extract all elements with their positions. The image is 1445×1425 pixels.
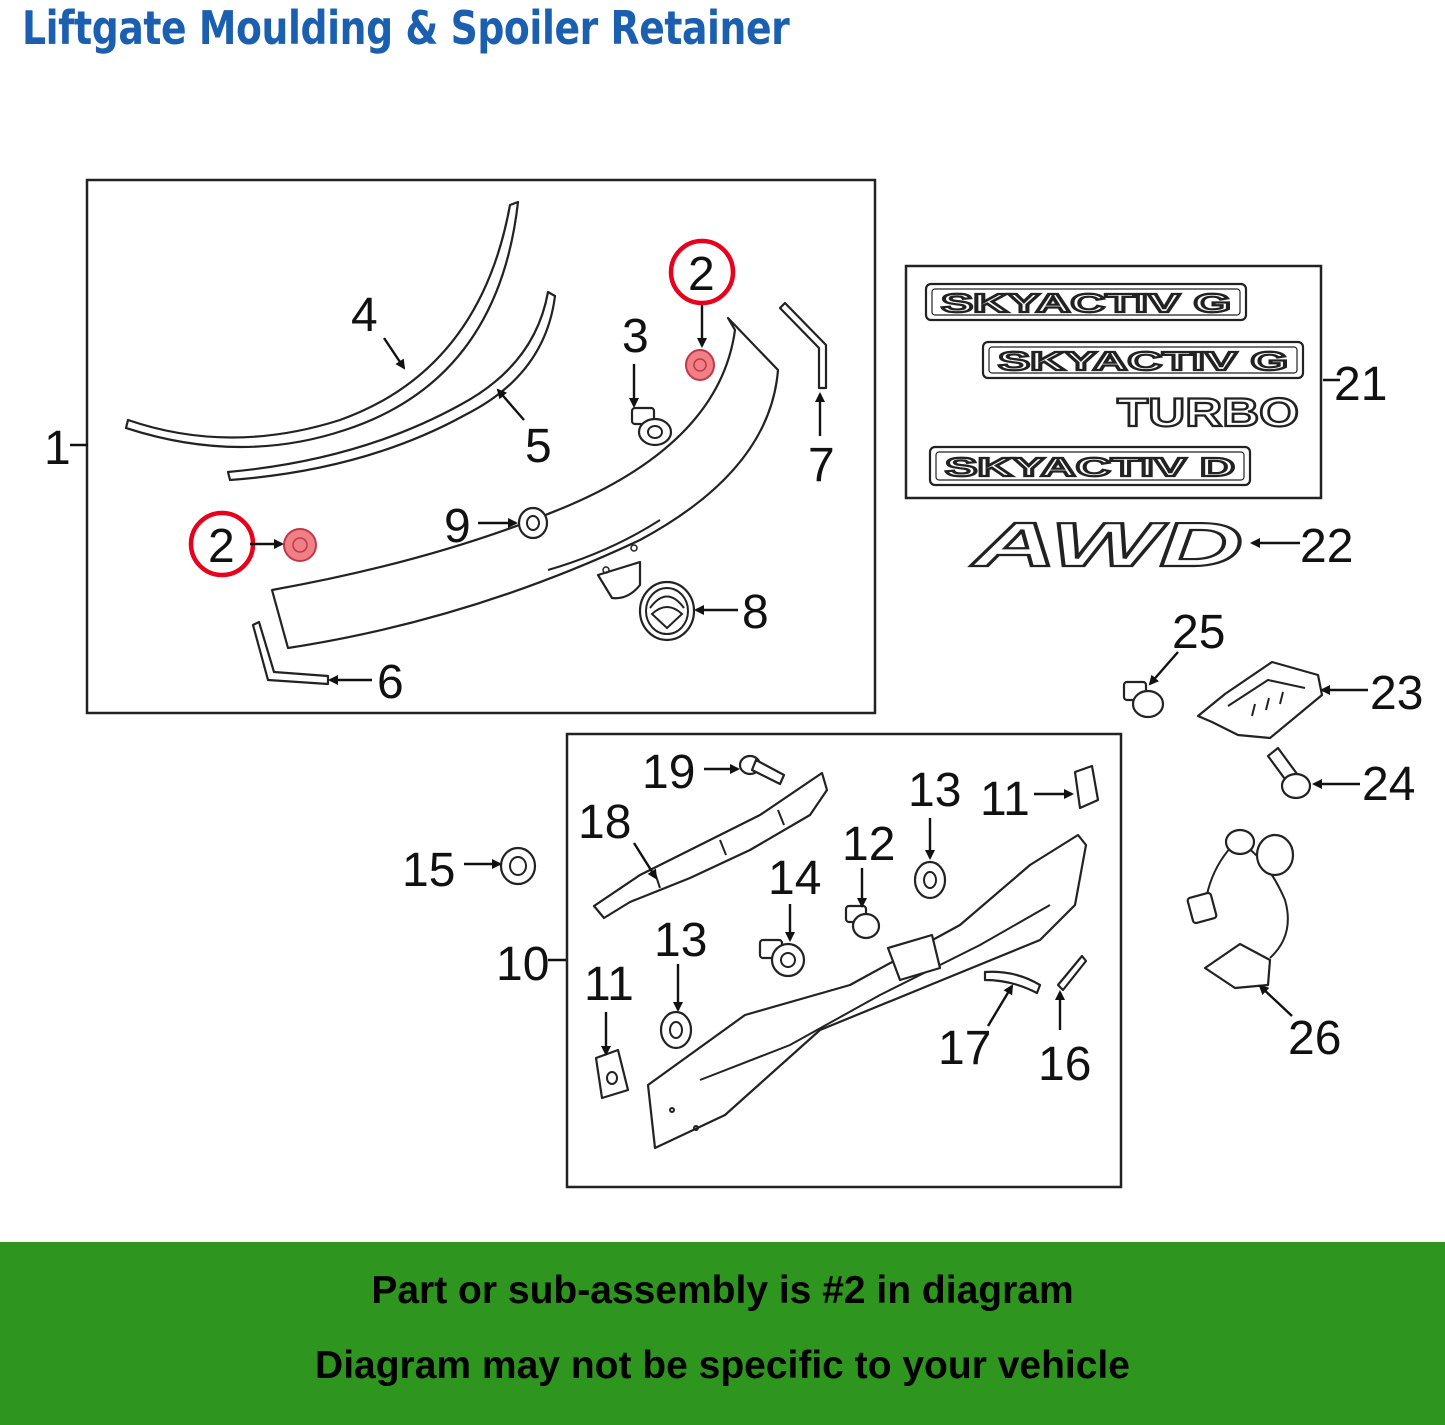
strip-17 xyxy=(983,970,1042,995)
spoiler-group-frame xyxy=(85,178,877,715)
trim-strip-7 xyxy=(778,301,828,390)
callout-3: 3 xyxy=(622,310,649,363)
page-title: Liftgate Moulding & Spoiler Retainer xyxy=(22,1,790,55)
svg-text:SKYACTIV G: SKYACTIV G xyxy=(998,346,1288,376)
spoiler-hole xyxy=(630,544,638,552)
strip-16 xyxy=(1056,954,1088,992)
callout-25: 25 xyxy=(1172,606,1225,659)
highlight-ring-2-upper xyxy=(668,238,736,306)
callout-17: 17 xyxy=(938,1022,991,1075)
footer-disclaimer: Diagram may not be specific to your vehi… xyxy=(315,1344,1130,1387)
retainer-11-lower xyxy=(594,1048,630,1100)
footer-part-note: Part or sub-assembly is #2 in diagram xyxy=(371,1269,1074,1312)
callout-12: 12 xyxy=(842,818,895,871)
spoiler-inner-line xyxy=(547,519,661,571)
callout-23: 23 xyxy=(1370,667,1423,720)
callout-9: 9 xyxy=(444,500,471,553)
clip-12 xyxy=(844,904,881,940)
grommet-14 xyxy=(758,938,806,978)
clip-3 xyxy=(630,406,673,447)
callout-19: 19 xyxy=(642,746,695,799)
nut-15 xyxy=(499,846,537,886)
badge-skyactiv-g-1: SKYACTIV G xyxy=(924,282,1248,322)
emblem-8 xyxy=(638,580,696,642)
moulding-5 xyxy=(226,290,557,482)
callout-14: 14 xyxy=(768,852,821,905)
callout-15: 15 xyxy=(402,844,455,897)
moulding-4 xyxy=(124,200,520,449)
badge-awd: AWD xyxy=(969,511,1243,580)
bolt-24 xyxy=(1266,746,1312,800)
parts-diagram: 1 2 2 3 4 5 6 7 8 9 SKYACTIV G SKYACTIV … xyxy=(44,178,1423,1189)
badge-skyactiv-g-2: SKYACTIV G xyxy=(981,340,1305,380)
spoiler-bracket xyxy=(596,560,642,600)
callout-26: 26 xyxy=(1288,1012,1341,1065)
grommet-13-upper xyxy=(913,860,947,900)
callout-11-upper: 11 xyxy=(980,773,1030,826)
callout-16: 16 xyxy=(1038,1038,1091,1091)
bracket-23 xyxy=(1196,660,1324,740)
callout-18: 18 xyxy=(578,796,631,849)
callout-2-upper: 2 xyxy=(688,248,715,301)
callout-4: 4 xyxy=(351,289,378,342)
bolt-19 xyxy=(738,754,786,786)
grommet-13-lower xyxy=(659,1010,693,1050)
badge-skyactiv-d: SKYACTIV D xyxy=(928,445,1252,487)
retainer-11-upper xyxy=(1073,764,1100,810)
callout-6: 6 xyxy=(377,656,404,709)
spoiler-body xyxy=(270,316,780,650)
callout-13-upper: 13 xyxy=(908,764,961,817)
bracket-18 xyxy=(592,771,829,920)
callout-21: 21 xyxy=(1334,358,1387,411)
svg-text:SKYACTIV D: SKYACTIV D xyxy=(945,452,1235,482)
callout-24: 24 xyxy=(1362,758,1415,811)
callout-5: 5 xyxy=(525,420,552,473)
grommet-9 xyxy=(517,506,549,540)
spoiler-hole xyxy=(602,566,610,574)
rear-garnish-panel xyxy=(646,833,1088,1150)
footer-banner: Part or sub-assembly is #2 in diagram Di… xyxy=(0,1242,1445,1425)
harness-26 xyxy=(1186,828,1295,990)
clip-25 xyxy=(1122,680,1165,719)
garnish-group-frame xyxy=(565,732,1123,1189)
retainer-clip-2-upper xyxy=(685,349,715,381)
retainer-clip-2-lower xyxy=(283,528,317,562)
callout-10: 10 xyxy=(496,938,549,991)
callout-11-lower: 11 xyxy=(584,958,634,1011)
badges-frame xyxy=(904,264,1323,500)
svg-text:SKYACTIV G: SKYACTIV G xyxy=(941,288,1231,318)
callout-7: 7 xyxy=(808,439,835,492)
callout-1: 1 xyxy=(44,422,71,475)
callout-2-lower: 2 xyxy=(208,520,235,573)
badge-turbo: TURBO xyxy=(1117,391,1299,435)
callout-8: 8 xyxy=(742,586,769,639)
callout-13-lower: 13 xyxy=(654,914,707,967)
callout-22: 22 xyxy=(1300,520,1353,573)
